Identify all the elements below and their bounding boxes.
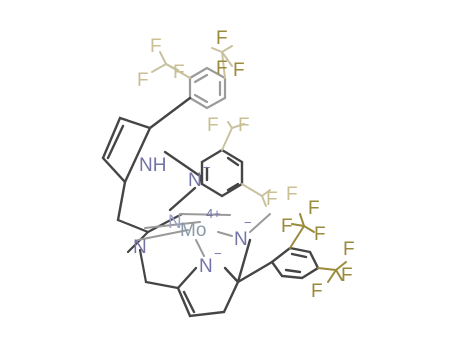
metal-charge: 4+ [206, 206, 221, 221]
central-aryl-ring [200, 148, 244, 198]
tripod-arms [116, 212, 184, 284]
imine-nitrogen: N [168, 212, 182, 233]
negative-charge: − [244, 215, 252, 230]
central-link-bonds [163, 150, 204, 212]
atom-labels: F F F F F F F F F F NH N − N Mo 4+ N N −… [133, 28, 355, 302]
fluorine-atom: F [150, 36, 162, 57]
fluorine-atom: F [207, 115, 219, 136]
fluorine-atom: F [343, 239, 355, 260]
bottom-aryl-ring [236, 246, 320, 284]
fluorine-atom: F [281, 216, 293, 237]
pyrrolide-nitrogen: N [199, 256, 213, 277]
negative-charge: − [203, 160, 211, 175]
top-cf3-bonds [151, 45, 233, 79]
tripod-ghost-bonds [137, 213, 231, 241]
fluorine-atom: F [137, 70, 149, 91]
mo-bonds [195, 213, 271, 257]
fluorine-atom: F [233, 60, 245, 81]
fluorine-atom: F [173, 62, 185, 83]
fluorine-atom: F [238, 115, 250, 136]
top-pyrrole [101, 96, 192, 222]
bond-layer [101, 45, 347, 318]
bottom-pyrrole [144, 238, 252, 318]
fluorine-atom: F [216, 28, 228, 49]
fluorine-atom: F [216, 58, 228, 79]
bottom-cf3-bonds [289, 213, 347, 283]
fluorine-atom: F [314, 224, 326, 245]
fluorine-atom: F [341, 265, 353, 286]
nh-atom: NH [139, 155, 166, 176]
fluorine-atom: F [266, 189, 278, 210]
amine-nitrogen: N [133, 237, 147, 258]
central-cf3-bonds [221, 121, 271, 207]
amide-nitrogen: N [234, 229, 248, 250]
amide-nitrogen: N [188, 170, 202, 191]
molybdenum-atom: Mo [180, 220, 206, 241]
negative-charge: − [214, 246, 222, 261]
fluorine-atom: F [286, 184, 298, 205]
fluorine-atom: F [308, 198, 320, 219]
fluorine-atom: F [311, 281, 323, 302]
